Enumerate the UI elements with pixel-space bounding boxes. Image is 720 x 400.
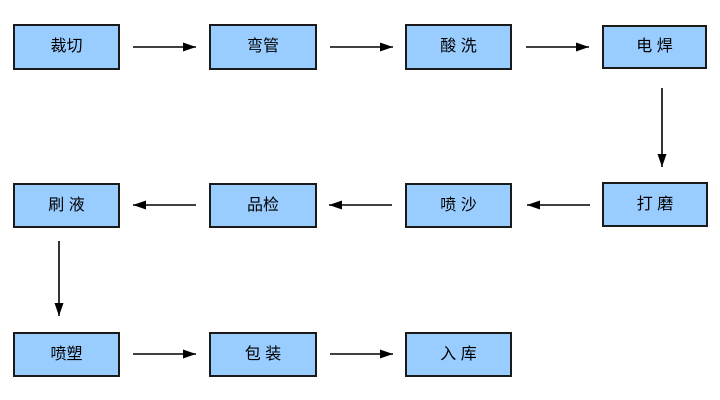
node-warehousing: 入 库 — [405, 332, 512, 377]
node-label: 喷塑 — [50, 345, 83, 363]
node-welding: 电 焊 — [602, 25, 707, 69]
node-label: 喷 沙 — [440, 196, 477, 214]
node-label: 弯管 — [246, 38, 279, 55]
node-label: 刷 液 — [48, 196, 85, 214]
node-liquid-brushing: 刷 液 — [13, 183, 120, 228]
node-label: 打 磨 — [636, 195, 674, 213]
node-label: 包 装 — [244, 345, 282, 363]
node-pipe-bending: 弯管 — [209, 24, 317, 70]
node-label: 裁切 — [50, 38, 83, 55]
node-plastic-spraying: 喷塑 — [13, 332, 120, 377]
node-cutting: 裁切 — [13, 24, 120, 70]
node-sand-blasting: 喷 沙 — [405, 183, 512, 228]
node-label: 电 焊 — [636, 38, 673, 55]
node-acid-washing: 酸 洗 — [405, 24, 512, 70]
node-label: 酸 洗 — [440, 38, 477, 55]
node-label: 入 库 — [440, 345, 477, 363]
node-grinding: 打 磨 — [602, 182, 708, 227]
node-quality-inspection: 品检 — [209, 183, 317, 228]
node-label: 品检 — [246, 196, 279, 214]
node-packaging: 包 装 — [209, 332, 317, 377]
